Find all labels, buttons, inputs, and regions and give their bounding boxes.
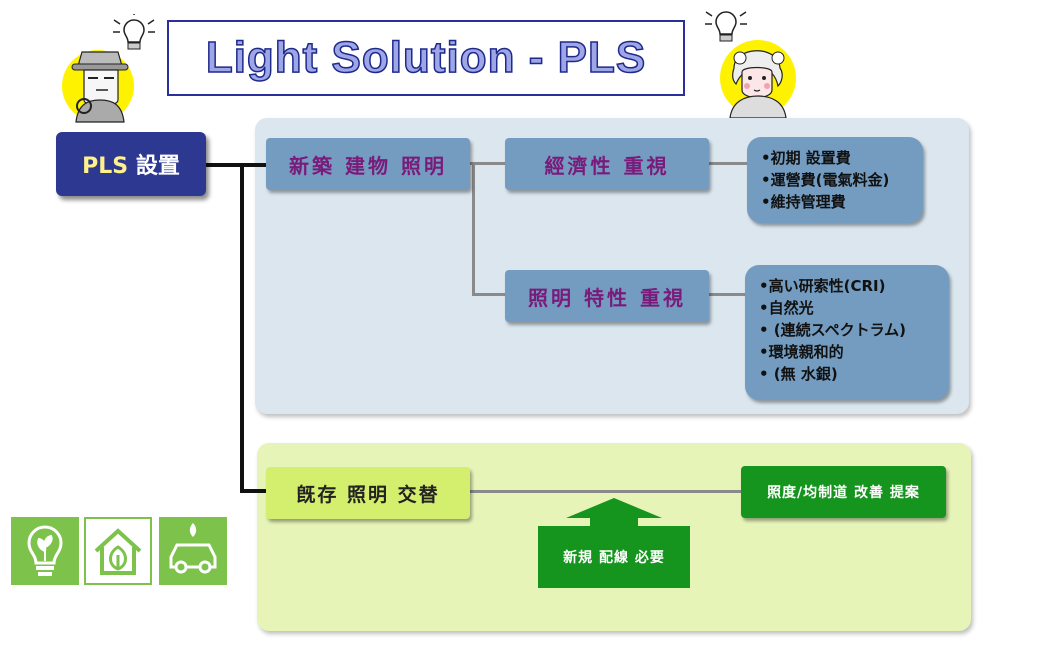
lighting-characteristics-list: •高い研索性(CRI) •自然光 • (連続スペクトラム) •環境親和的 • (…	[745, 265, 949, 400]
connector-branch-vertical	[472, 162, 475, 296]
new-building-lighting-label: 新築 建物 照明	[289, 153, 447, 178]
existing-lighting-replacement-label: 旣存 照明 交替	[296, 483, 440, 506]
eco-house-icon	[84, 517, 152, 585]
connector-root-horizontal	[206, 163, 268, 167]
list-item: •環境親和的	[759, 343, 844, 361]
connector-existing-horizontal	[240, 489, 268, 493]
connector-economy-list	[709, 162, 749, 165]
connector-trunk-vertical	[240, 163, 244, 493]
improvement-proposal-label: 照度/均制道 改善 提案	[767, 485, 920, 501]
connector-existing-proposal	[470, 490, 742, 493]
list-item: •高い研索性(CRI)	[759, 277, 886, 295]
eco-car-icon	[159, 517, 227, 585]
woman-character-illustration	[700, 6, 810, 121]
lighting-characteristics-label: 照明 特性 重視	[528, 285, 686, 310]
connector-branch-lighting	[472, 293, 506, 296]
existing-lighting-replacement-node: 旣存 照明 交替	[266, 467, 470, 519]
list-item: •初期 設置費	[761, 149, 851, 167]
pls-installation-node: PLS 設置	[56, 132, 206, 196]
list-item: •維持管理費	[761, 193, 846, 211]
man-character-illustration	[60, 14, 160, 124]
pls-suffix: 設置	[135, 154, 180, 179]
lighting-characteristics-node: 照明 特性 重視	[505, 270, 709, 322]
title-box: Light Solution - PLS	[167, 20, 685, 96]
list-item: • (連続スペクトラム)	[759, 321, 907, 339]
connector-lighting-list	[709, 293, 749, 296]
light-bulb-leaf-icon	[11, 517, 79, 585]
list-item: •運營費(電氣料金)	[761, 171, 890, 189]
economy-list: •初期 設置費 •運營費(電氣料金) •維持管理費	[747, 137, 923, 223]
economy-node: 經濟性 重視	[505, 138, 709, 190]
connector-new-to-branch	[470, 162, 506, 165]
improvement-proposal-node: 照度/均制道 改善 提案	[741, 466, 946, 518]
page-title: Light Solution - PLS	[205, 32, 647, 83]
up-arrow-icon	[536, 494, 692, 594]
new-building-lighting-node: 新築 建物 照明	[266, 138, 470, 190]
economy-label: 經濟性 重視	[544, 153, 670, 178]
list-item: •自然光	[759, 299, 814, 317]
pls-installation-label: PLS 設置	[82, 148, 180, 180]
list-item: • (無 水銀)	[759, 365, 838, 383]
pls-prefix: PLS	[82, 154, 129, 179]
new-wiring-label: 新規 配線 必要	[563, 550, 665, 566]
